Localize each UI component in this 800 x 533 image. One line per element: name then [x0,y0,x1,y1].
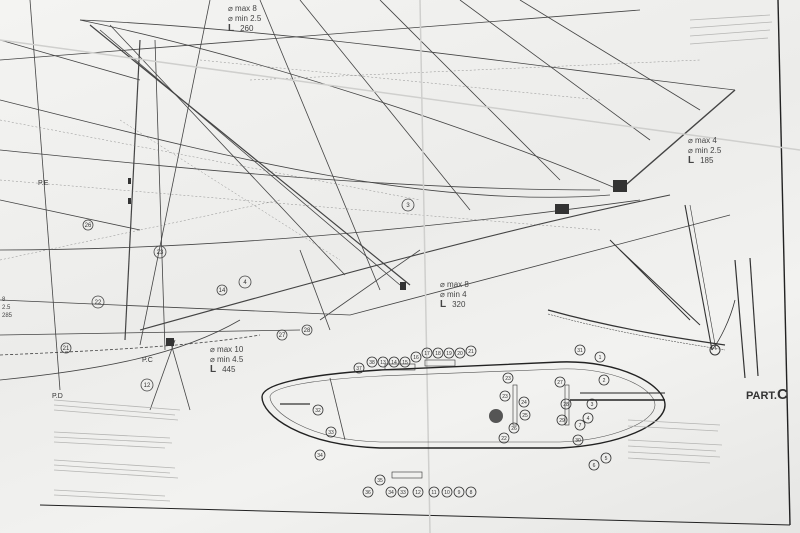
label-pe: P.E [38,180,49,187]
svg-text:30: 30 [575,438,581,444]
svg-text:33: 33 [328,430,334,436]
svg-text:3: 3 [591,402,594,408]
deck-numbers-bottom: 36 35 34 33 12 11 10 9 8 7 6 5 [362,419,612,498]
rig-number: 26 [85,223,92,229]
svg-text:33: 33 [400,490,406,496]
rig-number: 3 [406,203,410,209]
deck-plan [261,359,666,479]
svg-text:6: 6 [593,463,596,469]
svg-text:1: 1 [599,355,602,361]
sheet-border [39,0,791,526]
label-pd: P.D [52,393,63,400]
svg-text:27: 27 [557,380,563,386]
svg-text:2: 2 [603,378,606,384]
svg-text:24: 24 [521,400,527,406]
svg-text:35: 35 [377,478,383,484]
svg-text:23: 23 [505,376,511,382]
svg-text:23: 23 [502,394,508,400]
svg-text:25: 25 [522,413,528,419]
rig-callout-labels: 3 4 14 22 23 21 12 26 27 28 [63,203,411,389]
svg-text:32: 32 [315,408,321,414]
svg-text:14: 14 [391,360,397,366]
deck-numbers-top: 37 38 13 14 15 16 17 18 19 20 21 [353,345,477,374]
deck-numbers-inner: 32 33 34 23 24 25 26 22 23 27 28 29 30 3… [312,344,610,461]
svg-text:34: 34 [317,453,323,459]
svg-text:5: 5 [605,456,608,462]
rigging-lines [0,0,736,411]
spec-edge: 8 2.5 285 [2,297,13,319]
svg-text:16: 16 [413,355,419,361]
rig-number: 28 [304,328,311,334]
svg-text:17: 17 [424,351,430,357]
svg-text:7: 7 [579,423,582,429]
station-labels: P.E P.C P.D [38,180,153,400]
rig-number: 23 [157,250,164,256]
rig-number: 21 [63,346,70,352]
svg-text:10: 10 [444,490,450,496]
svg-text:15: 15 [402,360,408,366]
rig-number: 14 [219,288,226,294]
svg-text:26: 26 [511,426,517,432]
svg-text:13: 13 [380,360,386,366]
svg-text:9: 9 [458,490,461,496]
svg-text:21: 21 [468,349,474,355]
svg-text:8: 8 [470,490,473,496]
mast-detail [547,204,759,379]
svg-text:31: 31 [577,348,583,354]
rig-callout-circles [60,198,415,392]
svg-text:38: 38 [369,360,375,366]
rig-number: 22 [95,300,102,306]
svg-text:34: 34 [388,490,394,496]
svg-text:37: 37 [356,366,362,372]
svg-text:4: 4 [587,416,590,422]
label-pc: P.C [142,357,153,364]
svg-text:11: 11 [431,490,436,496]
block-markers [128,178,627,346]
rig-number: 12 [144,383,151,389]
svg-text:12: 12 [415,490,421,496]
svg-text:29: 29 [559,418,565,424]
rig-number: 27 [279,333,286,339]
svg-text:22: 22 [501,436,507,442]
svg-text:20: 20 [457,351,463,357]
svg-text:18: 18 [435,351,441,357]
part-label: PART.C [746,386,788,403]
svg-text:28: 28 [563,402,569,408]
rig-number: 4 [243,280,247,286]
svg-text:36: 36 [365,490,371,496]
dotted-lines [0,59,701,261]
svg-text:19: 19 [446,351,452,357]
